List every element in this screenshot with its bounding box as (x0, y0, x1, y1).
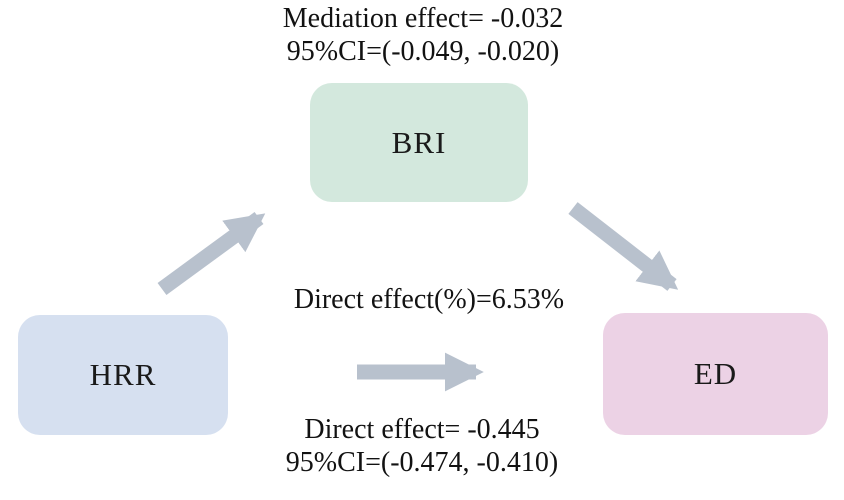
node-ed-outcome: ED (603, 313, 828, 435)
node-hrr-exposure: HRR (18, 315, 228, 435)
mediation-effect-annotation: Mediation effect= -0.032 95%CI=(-0.049, … (123, 2, 723, 68)
mediation-effect-value: Mediation effect= -0.032 (282, 3, 564, 34)
direct-effect-value: Direct effect= -0.445 (304, 414, 540, 445)
direct-effect-annotation: Direct effect= -0.445 95%CI=(-0.474, -0.… (122, 413, 722, 479)
mediation-effect-ci: 95%CI=(-0.049, -0.020) (286, 36, 560, 67)
direct-effect-percent-value: Direct effect(%)=6.53% (293, 284, 565, 315)
node-bri-mediator: BRI (310, 83, 528, 202)
node-ed-label: ED (693, 356, 738, 391)
arrow-hrr-to-bri (157, 211, 266, 296)
node-bri-label: BRI (391, 124, 447, 160)
arrow-bri-to-ed (568, 202, 679, 291)
direct-effect-percent-annotation: Direct effect(%)=6.53% (129, 283, 729, 316)
direct-effect-ci: 95%CI=(-0.474, -0.410) (285, 447, 559, 478)
node-hrr-label: HRR (89, 357, 157, 392)
